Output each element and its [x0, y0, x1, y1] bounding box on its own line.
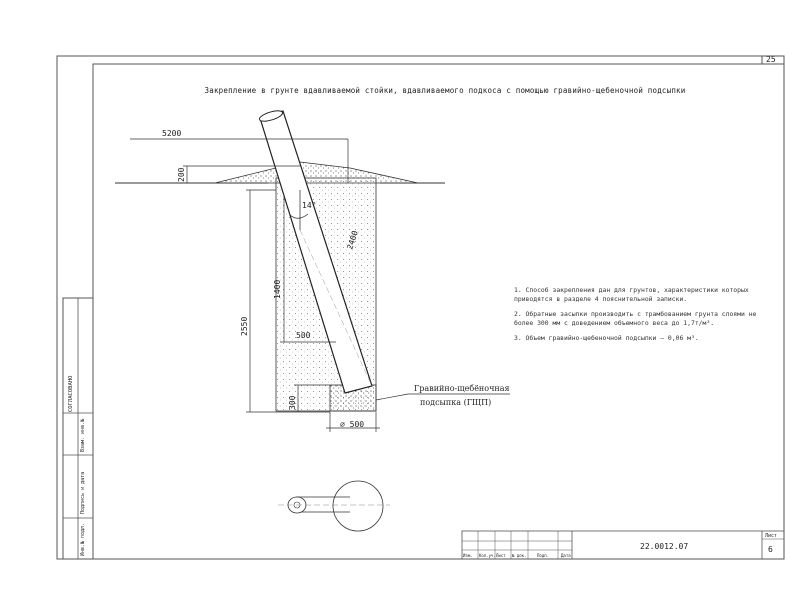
sheet-number-top: 25 — [766, 55, 776, 64]
dim-5200: 5200 — [162, 129, 181, 138]
note-2: 2. Обратные засыпки производить с трамбо… — [514, 310, 757, 327]
margin-col-1: Взам. инв.№ — [80, 419, 86, 452]
plan-view-pit — [332, 480, 384, 532]
notes-block: 1. Способ закрепления дан для грунтов, х… — [514, 286, 776, 349]
drawing-title: Закрепление в грунте вдавливаемой стойки… — [204, 86, 686, 95]
callout-line-2: подсыпка (ГЩП) — [420, 398, 491, 407]
sheet-label: Лист — [765, 533, 777, 539]
stamp-col-2: Кол.уч. — [479, 553, 496, 558]
approval-label: СОГЛАСОВАНО — [68, 376, 74, 412]
dim-500: 500 — [296, 331, 311, 340]
callout-line-1: Гравийно-щебёночная — [414, 384, 510, 393]
sheet-num: 6 — [768, 545, 773, 554]
dim-1400: 1400 — [273, 280, 282, 299]
margin-col-2: Подпись и дата — [80, 472, 86, 514]
note-3: 3. Объем гравийно-щебеночной подсыпки – … — [514, 334, 699, 342]
stamp-col-5: Подп. — [537, 553, 549, 558]
stamp-col-3: Лист — [496, 553, 506, 558]
title-stamp — [461, 530, 785, 560]
dim-300: 300 — [288, 395, 297, 410]
margin-col-3: Инв.№ подл. — [80, 523, 86, 556]
dim-200: 200 — [177, 167, 186, 182]
stamp-col-4: № док. — [512, 553, 526, 558]
drawing-code: 22.0012.07 — [640, 542, 688, 551]
note-1: 1. Способ закрепления дан для грунтов, х… — [514, 286, 749, 303]
gravel-bed — [329, 384, 377, 412]
stamp-col-1: Изм. — [463, 553, 473, 558]
stamp-col-6: Дата — [561, 553, 571, 558]
dim-2550: 2550 — [240, 317, 249, 336]
angle-label: 14° — [302, 201, 316, 210]
dim-diameter-500: ⌀ 500 — [340, 420, 364, 429]
